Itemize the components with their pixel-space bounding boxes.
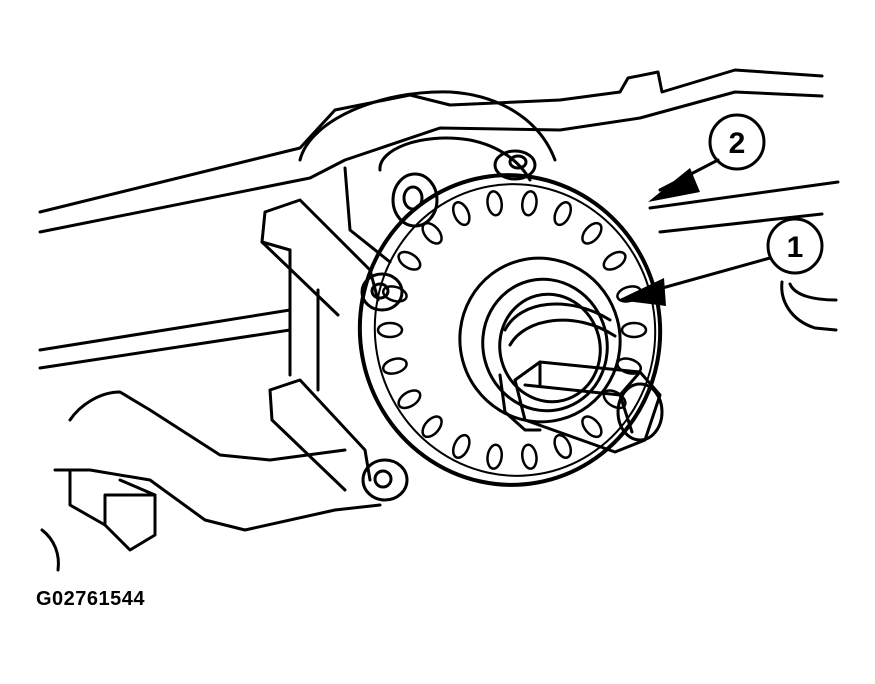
ring-slot [521, 190, 538, 217]
ring-slot [553, 201, 573, 227]
bracket-upper-box [260, 240, 292, 252]
ring-slot [620, 321, 648, 339]
housing-side [343, 166, 392, 264]
ring-slot [486, 190, 503, 217]
upper-right-bolt [493, 149, 537, 181]
callout-label-1: 1 [787, 231, 804, 264]
hub-assembly [458, 256, 622, 432]
bracket-vertical [288, 248, 320, 392]
ring-slot [553, 433, 573, 459]
lower-block-face [103, 493, 157, 527]
lower-frame-2 [38, 328, 292, 370]
leader-line-1 [646, 256, 772, 294]
sensor-ring [357, 173, 663, 487]
bracket-upper-arm [260, 198, 380, 317]
ring-slot [581, 221, 603, 245]
ring-slot [451, 201, 471, 227]
upper-rail [38, 68, 824, 214]
lower-left-casting-2 [53, 468, 382, 532]
callout-label-2: 2 [729, 127, 746, 160]
right-rail-lower [658, 212, 824, 234]
ring-slot [381, 357, 408, 375]
callout-circle-2 [708, 113, 766, 171]
housing-top [298, 90, 557, 162]
figure-id: G02761544 [36, 588, 146, 610]
ring-ear-bottom [361, 458, 409, 502]
arrowhead-2 [648, 168, 700, 202]
ring-slot [581, 415, 603, 439]
ring-slot [421, 415, 443, 439]
arrowhead-1 [618, 278, 666, 306]
upper-rail-lower-edge [38, 90, 824, 234]
ring-slot [521, 443, 538, 470]
lower-clip [40, 528, 60, 572]
lower-left-casting [68, 390, 347, 462]
ring-slots [376, 190, 648, 470]
shaft-end [513, 360, 664, 454]
bracket-lower-arm [268, 378, 372, 492]
right-bracket [780, 280, 838, 332]
lower-block [68, 468, 157, 552]
ring-slot [376, 321, 404, 339]
right-rail [648, 180, 840, 210]
ring-slot [421, 221, 443, 245]
ring-slot [397, 389, 422, 410]
lower-frame [38, 308, 292, 352]
ring-slot [397, 250, 422, 271]
ring-slot [486, 443, 503, 470]
callout-circle-1 [766, 217, 824, 275]
ring-slot [602, 250, 627, 271]
ring-slot [381, 285, 408, 303]
housing-inner [378, 136, 532, 182]
ring-slot [451, 433, 471, 459]
right-bracket-edge [788, 282, 838, 302]
